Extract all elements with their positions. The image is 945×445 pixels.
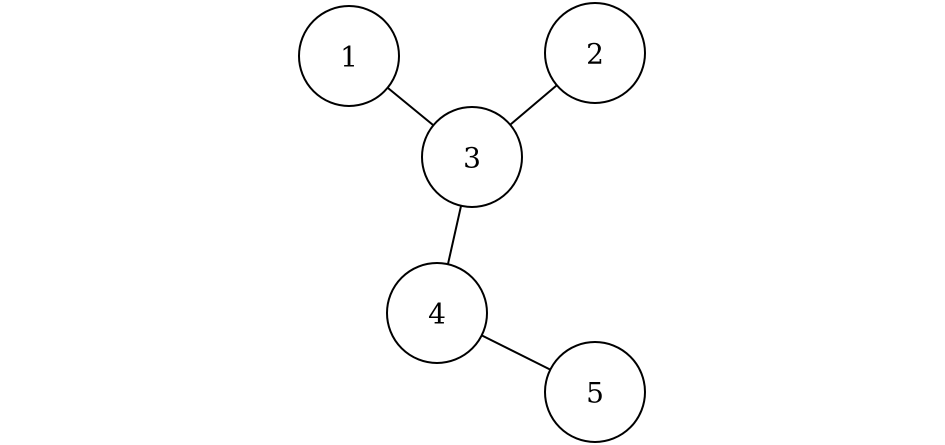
node-circle-4 [386, 262, 488, 364]
node-1: 1 [298, 5, 400, 107]
node-2: 2 [544, 2, 646, 104]
node-circle-1 [298, 5, 400, 107]
node-5: 5 [544, 341, 646, 443]
node-label-5: 5 [586, 377, 604, 410]
node-4: 4 [386, 262, 488, 364]
edge-4-5 [481, 334, 551, 371]
node-circle-5 [544, 341, 646, 443]
edge-2-3 [509, 84, 558, 126]
node-label-3: 3 [463, 142, 481, 175]
node-label-1: 1 [340, 41, 358, 74]
edge-3-4 [446, 205, 463, 265]
node-circle-3 [421, 106, 523, 208]
node-label-2: 2 [586, 38, 604, 71]
node-label-4: 4 [428, 298, 446, 331]
edges-layer [387, 84, 558, 371]
node-3: 3 [421, 106, 523, 208]
nodes-layer: 1 2 3 4 5 [298, 2, 646, 443]
node-circle-2 [544, 2, 646, 104]
edge-1-3 [387, 86, 434, 127]
